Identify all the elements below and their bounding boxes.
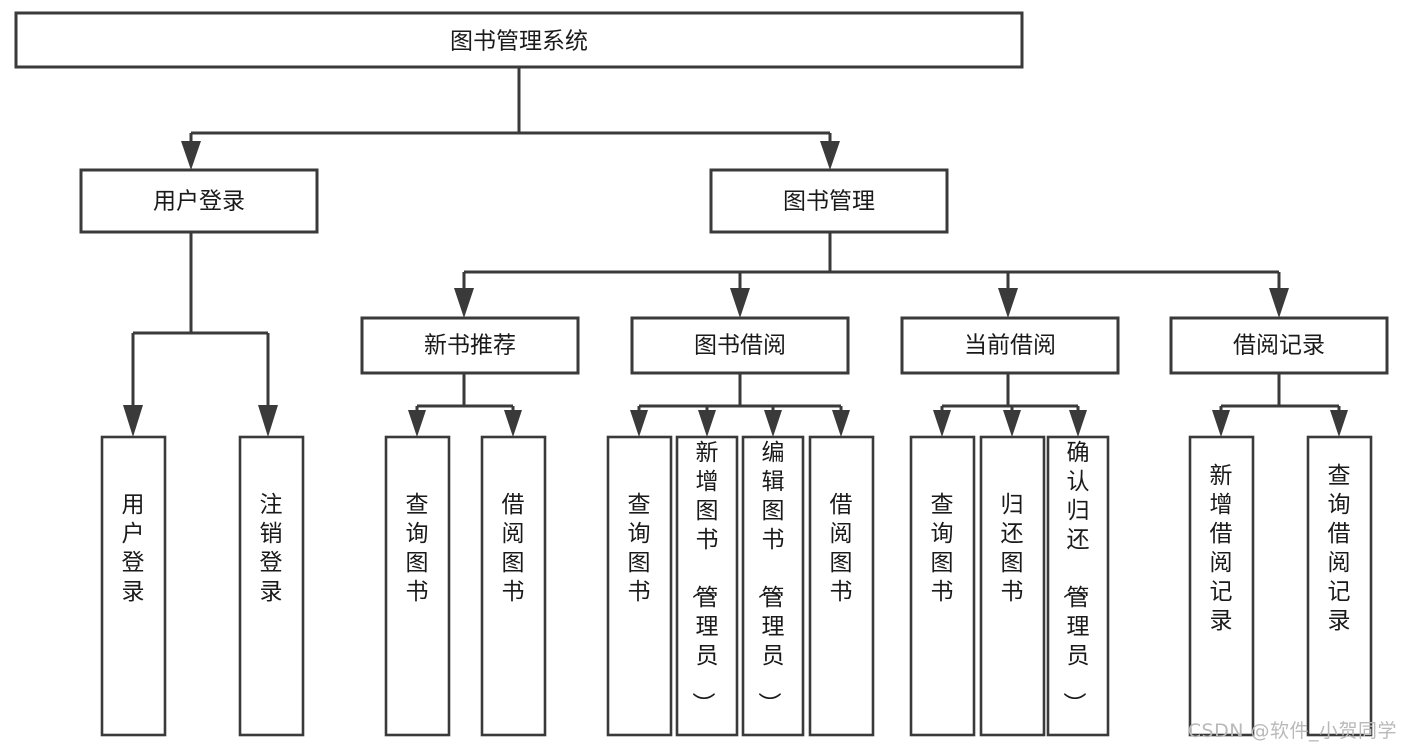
node-book-borrow-box[interactable] xyxy=(630,316,850,375)
node-borrow-record-label: 借阅记录 xyxy=(1233,333,1325,359)
node-leaf-query-book-3[interactable]: 查询图书 xyxy=(909,435,976,737)
node-leaf-borrow-book-2-label: 借阅图书 xyxy=(830,492,853,605)
node-leaf-query-book-3-box[interactable] xyxy=(909,435,976,737)
node-leaf-borrow-book-2[interactable]: 借阅图书 xyxy=(808,435,875,737)
node-leaf-user-login-label: 用户登录 xyxy=(122,492,145,605)
node-user-login-label: 用户登录 xyxy=(153,189,245,215)
arrow-head-new-book-recommend xyxy=(454,288,474,318)
node-user-login[interactable]: 用户登录 xyxy=(79,168,319,234)
arrow-head-leaf-confirm-return xyxy=(1069,410,1087,437)
connector-group-book-management xyxy=(454,232,1289,318)
node-leaf-user-login[interactable]: 用户登录 xyxy=(100,435,167,737)
node-new-book-recommend[interactable]: 新书推荐 xyxy=(360,316,580,375)
node-leaf-return-book[interactable]: 归还图书 xyxy=(979,435,1046,737)
node-root-label: 图书管理系统 xyxy=(450,29,588,55)
node-borrow-record-box[interactable] xyxy=(1169,316,1389,375)
arrow-head-leaf-query-book-1 xyxy=(408,410,426,437)
node-leaf-add-book[interactable]: 新增图书（管理员） xyxy=(675,435,739,737)
node-leaf-query-record[interactable]: 查询借阅记录 xyxy=(1306,435,1373,737)
node-leaf-edit-book-label: 编辑图书（管理员） xyxy=(756,440,785,715)
node-leaf-edit-book-box[interactable] xyxy=(741,435,805,737)
node-leaf-query-book-2-label: 查询图书 xyxy=(628,492,651,605)
node-leaf-borrow-book-1[interactable]: 借阅图书 xyxy=(480,435,547,737)
node-leaf-edit-book[interactable]: 编辑图书（管理员） xyxy=(741,435,805,737)
node-book-management-box[interactable] xyxy=(709,168,949,234)
node-leaf-borrow-book-1-label: 借阅图书 xyxy=(502,492,525,605)
node-current-borrow[interactable]: 当前借阅 xyxy=(900,316,1120,375)
connector-group-root xyxy=(181,67,840,170)
node-current-borrow-box[interactable] xyxy=(900,316,1120,375)
node-book-borrow[interactable]: 图书借阅 xyxy=(630,316,850,375)
arrow-head-book-borrow xyxy=(730,288,750,318)
node-leaf-query-book-3-label: 查询图书 xyxy=(931,492,954,605)
node-leaf-logout-login[interactable]: 注销登录 xyxy=(238,435,305,737)
node-leaf-confirm-return[interactable]: 确认归还（管理员） xyxy=(1046,435,1110,737)
node-new-book-recommend-label: 新书推荐 xyxy=(424,333,516,359)
node-leaf-return-book-label: 归还图书 xyxy=(1001,492,1024,605)
node-leaf-query-book-2-box[interactable] xyxy=(606,435,673,737)
arrow-head-leaf-query-book-3 xyxy=(933,410,951,437)
node-leaf-query-record-label: 查询借阅记录 xyxy=(1328,463,1351,634)
arrow-head-leaf-borrow-book-2 xyxy=(832,410,850,437)
connector-group-book-borrow xyxy=(630,373,850,437)
node-borrow-record[interactable]: 借阅记录 xyxy=(1169,316,1389,375)
arrow-head-leaf-query-record xyxy=(1330,410,1348,437)
node-leaf-confirm-return-label: 确认归还（管理员） xyxy=(1061,440,1090,715)
node-leaf-logout-login-label: 注销登录 xyxy=(260,492,283,605)
node-new-book-recommend-box[interactable] xyxy=(360,316,580,375)
arrow-head-leaf-add-book xyxy=(698,410,716,437)
arrow-head-book-management xyxy=(820,141,840,170)
node-book-management-label: 图书管理 xyxy=(783,189,875,215)
node-leaf-borrow-book-1-box[interactable] xyxy=(480,435,547,737)
arrow-head-user-login xyxy=(181,141,201,170)
arrow-head-leaf-query-book-2 xyxy=(630,410,648,437)
node-leaf-add-record-label: 新增借阅记录 xyxy=(1210,463,1233,634)
node-leaf-query-book-1-label: 查询图书 xyxy=(406,492,429,605)
node-book-borrow-label: 图书借阅 xyxy=(694,333,786,359)
node-leaf-add-record[interactable]: 新增借阅记录 xyxy=(1188,435,1255,737)
node-leaf-confirm-return-box[interactable] xyxy=(1046,435,1110,737)
node-leaf-query-record-box[interactable] xyxy=(1306,435,1373,737)
node-leaf-add-book-label: 新增图书（管理员） xyxy=(690,440,719,715)
arrow-head-leaf-user-login xyxy=(123,405,143,437)
arrow-head-leaf-return-book xyxy=(1003,410,1021,437)
node-leaf-user-login-box[interactable] xyxy=(100,435,167,737)
node-leaf-query-book-1-box[interactable] xyxy=(384,435,451,737)
arrow-head-leaf-borrow-book-1 xyxy=(504,410,522,437)
connector-group-borrow-record xyxy=(1212,373,1348,437)
node-leaf-add-book-box[interactable] xyxy=(675,435,739,737)
node-root-box[interactable] xyxy=(14,11,1024,69)
node-book-management[interactable]: 图书管理 xyxy=(709,168,949,234)
arrow-head-current-borrow xyxy=(998,288,1018,318)
arrow-head-leaf-logout-login xyxy=(258,405,278,437)
node-root[interactable]: 图书管理系统 xyxy=(14,11,1024,69)
arrow-head-borrow-record xyxy=(1269,288,1289,318)
connector-group-user-login xyxy=(123,232,278,437)
node-leaf-logout-login-box[interactable] xyxy=(238,435,305,737)
arrow-head-leaf-add-record xyxy=(1212,410,1230,437)
arrow-head-leaf-edit-book xyxy=(764,410,782,437)
connector-group-current-borrow xyxy=(933,373,1087,437)
connector-group-new-book-recommend xyxy=(408,373,522,437)
node-current-borrow-label: 当前借阅 xyxy=(964,333,1056,359)
node-leaf-query-book-2[interactable]: 查询图书 xyxy=(606,435,673,737)
node-leaf-add-record-box[interactable] xyxy=(1188,435,1255,737)
node-leaf-borrow-book-2-box[interactable] xyxy=(808,435,875,737)
node-leaf-query-book-1[interactable]: 查询图书 xyxy=(384,435,451,737)
node-user-login-box[interactable] xyxy=(79,168,319,234)
node-leaf-return-book-box[interactable] xyxy=(979,435,1046,737)
